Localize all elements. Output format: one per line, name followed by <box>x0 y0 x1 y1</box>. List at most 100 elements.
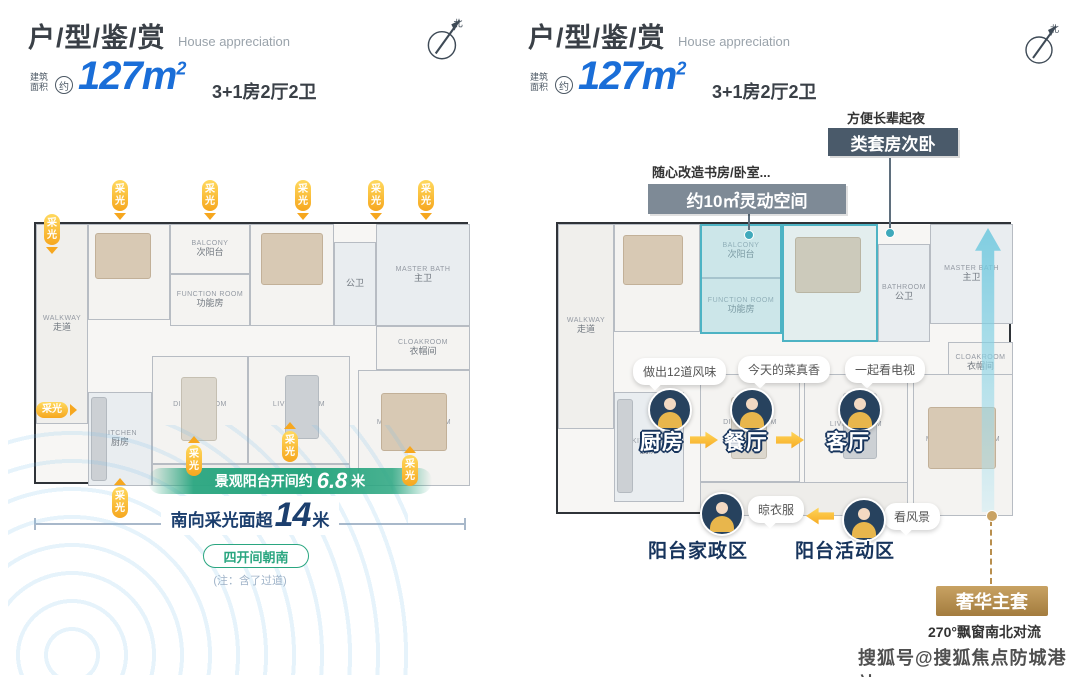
room-bedroom-3: BEDROOM 次卧 <box>250 224 334 326</box>
room-name-cn: 衣帽间 <box>409 345 437 356</box>
approx-circle-left: 约 <box>55 76 73 94</box>
flex-leader-dot <box>744 230 754 240</box>
speech-bubble-scenery: 看风景 <box>884 503 941 530</box>
light-arrow: 采光 <box>202 180 218 220</box>
zone-label-dining: 餐厅 <box>724 431 768 454</box>
room-bedroom-2: BEDROOM 次卧 <box>88 224 170 320</box>
arrow-down-icon <box>370 213 382 220</box>
room-name-cn: 走道 <box>52 321 71 332</box>
zone-label-activity-balcony: 阳台活动区 <box>795 541 896 562</box>
light-arrow: 采光 <box>295 180 311 220</box>
suite-bedroom-highlight <box>782 224 878 342</box>
room-cloakroom: CLOAKROOM 衣帽间 <box>376 326 470 370</box>
arrow-down-icon <box>114 213 126 220</box>
dining-table-shape <box>181 377 217 441</box>
room-name-en: KITCHEN <box>102 429 138 437</box>
area-sup: 2 <box>176 58 186 79</box>
south-value: 14 <box>274 496 312 534</box>
page-subtitle-left: House appreciation <box>178 34 291 49</box>
light-arrow-label: 采光 <box>112 487 128 518</box>
banner-suffix: 米 <box>351 473 366 489</box>
light-arrow-label: 采光 <box>402 455 418 486</box>
compass-icon: 北 <box>1025 24 1059 64</box>
kitchen-counter-shape <box>91 397 107 481</box>
orientation-pill: 四开间朝南 <box>203 544 309 568</box>
flex-leader-line <box>748 214 750 232</box>
room-name-en: WALKWAY <box>42 314 82 322</box>
light-arrow: 采光 <box>112 180 128 220</box>
speech-bubble-dish: 今天的菜真香 <box>738 356 831 383</box>
banner-prefix: 景观阳台开间约 <box>214 473 313 489</box>
light-arrow-label: 采光 <box>202 180 218 211</box>
light-arrow-label: 采光 <box>112 180 128 211</box>
room-name-en: BALCONY <box>191 239 229 247</box>
room-name-cn: 主卫 <box>962 271 981 282</box>
light-arrow-label: 采光 <box>44 214 60 245</box>
luxury-leader-dot <box>986 510 998 522</box>
person-avatar-icon <box>730 388 774 432</box>
area-number: 127m <box>578 54 677 98</box>
room-name-cn: 主卫 <box>413 272 432 283</box>
room-spec-right: 3+1房2厅2卫 <box>712 82 817 102</box>
room-name-cn: 次阳台 <box>196 246 224 257</box>
luxury-suite-badge: 奢华主套 <box>936 586 1048 616</box>
light-arrow: 采光 <box>282 422 298 462</box>
room-function: FUNCTION ROOM 功能房 <box>700 278 782 334</box>
arrow-down-icon <box>420 213 432 220</box>
luxury-leader-line <box>990 520 992 584</box>
area-value-right: 127m2 <box>578 54 686 99</box>
page-subtitle-right: House appreciation <box>678 34 791 49</box>
room-name-cn: 厨房 <box>110 436 129 447</box>
room-name-en: BATHROOM <box>882 283 926 291</box>
south-suffix: 米 <box>312 511 330 530</box>
person-avatar-icon <box>842 498 886 542</box>
room-name-en: BALCONY <box>722 241 760 249</box>
room-public-bath: 公卫 <box>334 242 376 326</box>
watermark: 搜狐号@搜狐焦点防城港站 <box>858 648 1067 677</box>
arrow-down-icon <box>204 213 216 220</box>
flex-note: 随心改造书房/卧室... <box>652 165 771 180</box>
person-avatar-icon <box>648 388 692 432</box>
area-value-left: 127m2 <box>78 54 186 99</box>
room-master-bedroom: MASTER BEDROOM 主卧 <box>913 374 1013 516</box>
room-living: LIVING ROOM 客厅 <box>248 356 350 464</box>
light-arrow: 采光 <box>36 402 77 418</box>
light-arrow: 采光 <box>186 436 202 476</box>
room-name-en: CLOAKROOM <box>397 338 448 346</box>
measuring-tick-right <box>464 518 466 530</box>
room-name-cn: 公卫 <box>345 278 364 289</box>
room-name-cn: 厨房 <box>639 444 658 455</box>
room-master-bath: MASTER BATH 主卫 <box>376 224 470 326</box>
arrow-right-icon <box>70 403 77 416</box>
measuring-tick-left <box>34 518 36 530</box>
south-light-caption: 南向采光面超 14 米 <box>34 496 466 535</box>
light-arrow-label: 采光 <box>186 445 202 476</box>
light-arrow: 采光 <box>44 214 60 254</box>
arrow-up-icon <box>404 446 416 453</box>
light-arrow: 采光 <box>112 478 128 518</box>
speech-bubble-laundry: 晾衣服 <box>748 496 805 523</box>
south-prefix: 南向采光面超 <box>170 511 273 530</box>
light-arrow-label: 采光 <box>418 180 434 211</box>
floor-plan-left: WALKWAY 走道 BEDROOM 次卧 BALCONY 次阳台 FUNCTI… <box>34 222 470 486</box>
bed-shape <box>795 237 861 293</box>
person-avatar-icon <box>838 388 882 432</box>
area-label-right: 建筑 面积 <box>530 72 548 93</box>
kitchen-counter-shape <box>617 399 633 493</box>
light-arrow-label: 采光 <box>282 431 298 462</box>
light-arrow: 采光 <box>418 180 434 220</box>
area-label-line1: 建筑 <box>530 72 549 82</box>
page-title-right: 户/型/鉴/赏 <box>528 23 666 53</box>
plan-footnote: (注：含了过道) <box>213 575 287 587</box>
speech-bubble-cooking: 做出12道风味 <box>633 358 727 385</box>
zone-label-kitchen: 厨房 <box>640 431 684 454</box>
area-label-left: 建筑 面积 <box>30 72 48 93</box>
room-public-bath: BATHROOM 公卫 <box>878 244 930 342</box>
zone-label-laundry-balcony: 阳台家政区 <box>648 541 749 562</box>
room-name-cn: 功能房 <box>727 303 755 314</box>
arrow-up-icon <box>188 436 200 443</box>
room-name-en: MASTER BATH <box>944 264 999 272</box>
room-name-en: CLOAKROOM <box>955 353 1006 361</box>
room-name-cn: 功能房 <box>196 297 224 308</box>
suite-bedroom-badge: 类套房次卧 <box>828 128 958 156</box>
